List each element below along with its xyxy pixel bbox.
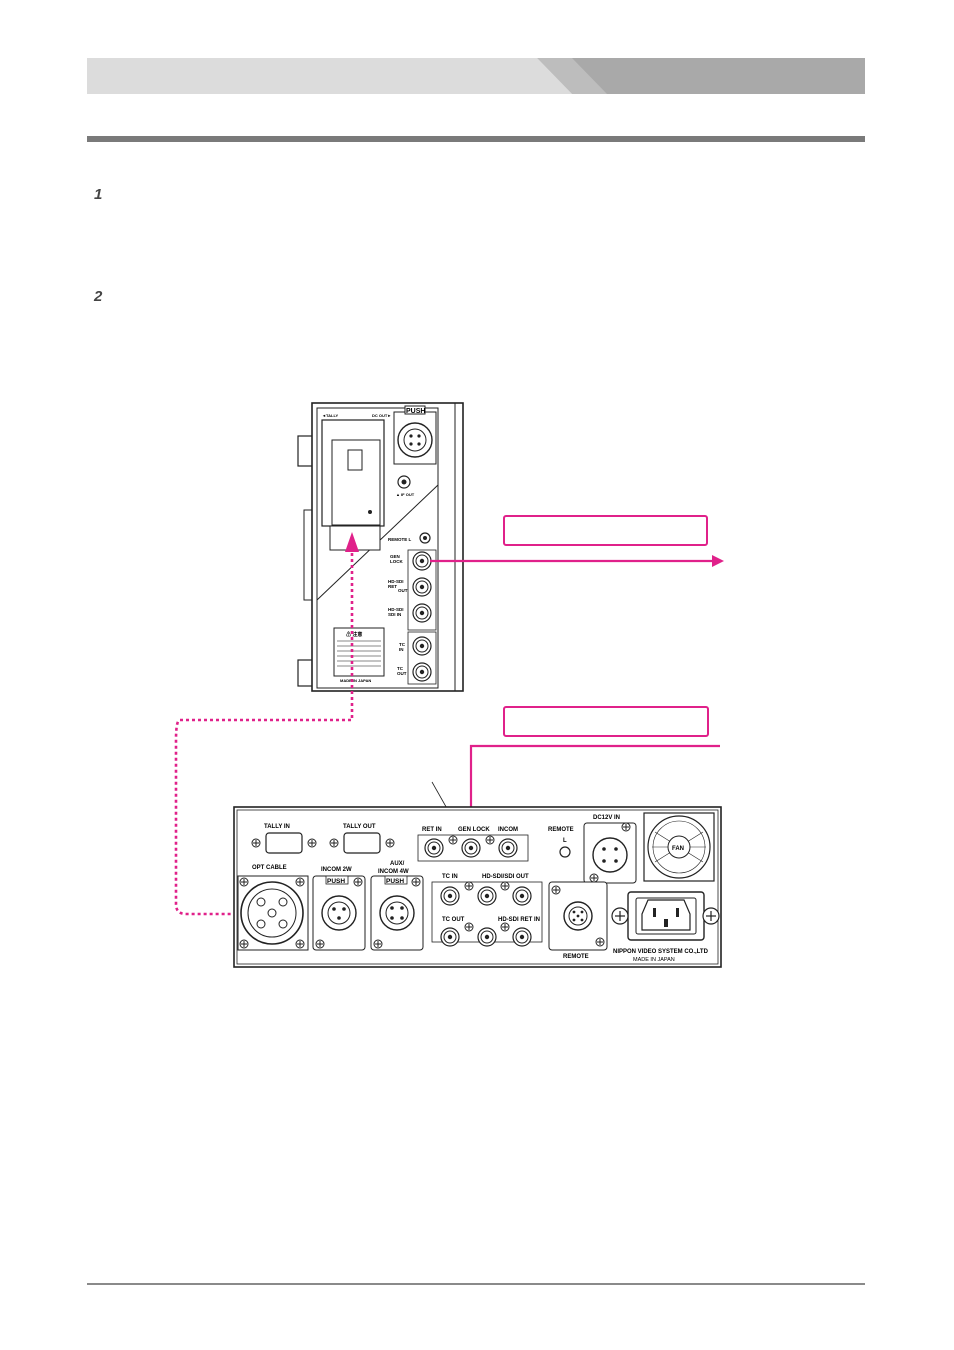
adapter-gen-lock-bnc[interactable] — [412, 551, 432, 571]
adapter-made-in-japan: MADE IN JAPAN — [340, 678, 371, 683]
hd-sdi-sdi-out-label: HD-SDI/SDI OUT — [482, 874, 529, 880]
callout-box-lower — [503, 706, 709, 737]
incom-4w-connector[interactable] — [379, 895, 415, 931]
optical-cable-line — [174, 553, 354, 916]
base-gen-lock-bnc[interactable] — [461, 838, 481, 858]
section-rule — [87, 136, 865, 142]
adapter-sdi-in-bnc[interactable] — [412, 603, 432, 623]
incom-bnc[interactable] — [498, 838, 518, 858]
incom-4w-push-label: PUSH — [386, 878, 404, 885]
adapter-dc-out-label: DC OUT► — [372, 413, 391, 418]
adapter-hd-sdi-in-label: HD-SDI — [388, 607, 404, 612]
sdi-out-1-bnc[interactable] — [477, 886, 497, 906]
adapter-tc-out-bnc[interactable] — [412, 662, 432, 682]
adapter-sdi-in-label: SDI IN — [388, 612, 401, 617]
adapter-tc-in-bnc[interactable] — [412, 636, 432, 656]
tc-in-bnc[interactable] — [440, 886, 460, 906]
adapter-ret-label: RET — [388, 584, 397, 589]
incom-2w-label: INCOM 2W — [321, 867, 352, 873]
remote-bottom-label: REMOTE — [563, 954, 589, 960]
adapter-remote-l-label: REMOTE L — [388, 537, 412, 542]
maker-label: NIPPON VIDEO SYSTEM CO.,LTD — [613, 949, 709, 955]
ret-in-2-bnc[interactable] — [512, 927, 532, 947]
adapter-tc-in-label-1: TC — [399, 642, 406, 647]
tally-out-label: TALLY OUT — [343, 824, 376, 830]
adapter-if-out-label: ▲ IF OUT — [396, 492, 415, 497]
adapter-push-label: PUSH — [406, 408, 425, 415]
adapter-tc-in-label-2: IN — [399, 647, 404, 652]
adapter-hd-sdi-label: HD-SDI — [388, 579, 404, 584]
hd-sdi-ret-in-label: HD-SDI RET IN — [498, 917, 540, 923]
gen-lock-output-line — [430, 555, 724, 567]
header-band — [87, 58, 865, 94]
step-number-1: 1 — [94, 186, 103, 203]
incom-4w-label: INCOM 4W — [378, 869, 409, 875]
fan-label: FAN — [672, 846, 684, 852]
footer-rule — [87, 1283, 865, 1285]
remote-l-label: L — [563, 838, 567, 844]
adapter-ret-out-bnc[interactable] — [412, 577, 432, 597]
adapter-warning-title: ⚠ 注意 — [346, 631, 362, 638]
aux-label: AUX/ — [390, 861, 405, 867]
ret-in-1-bnc[interactable] — [477, 927, 497, 947]
step-number-2: 2 — [94, 288, 103, 305]
tally-in-connector[interactable] — [265, 832, 303, 854]
tally-out-connector[interactable] — [343, 832, 381, 854]
adapter-lock-label: LOCK — [390, 559, 403, 564]
base-station: TALLY IN TALLY OUT RET IN GEN LOCK INCOM… — [233, 806, 722, 968]
remote-top-label: REMOTE — [548, 827, 574, 833]
tc-in-label: TC IN — [442, 874, 458, 880]
dc12v-in-connector[interactable] — [592, 837, 628, 873]
optical-cable-arrow-up — [345, 532, 359, 552]
incom-2w-connector[interactable] — [321, 895, 357, 931]
adapter-tally-label: ◄TALLY — [322, 413, 339, 418]
base-made-in-japan: MADE IN JAPAN — [633, 957, 675, 963]
sdi-out-2-bnc[interactable] — [512, 886, 532, 906]
adapter-gen-label: GEN — [390, 554, 400, 559]
tally-in-label: TALLY IN — [264, 824, 290, 830]
callout-box-upper — [503, 515, 708, 546]
ret-in-bnc[interactable] — [424, 838, 444, 858]
tc-out-label: TC OUT — [442, 917, 465, 923]
remote-l-jack[interactable] — [559, 846, 571, 858]
opt-cable-label: OPT CABLE — [252, 865, 287, 871]
adapter-out-label: OUT — [398, 588, 408, 593]
adapter-tc-out-label-1: TC — [397, 666, 404, 671]
adapter-tc-out-label-2: OUT — [397, 671, 407, 676]
camera-adapter: ◄TALLY DC OUT► PUSH ▲ IF OUT REMOTE L GE… — [297, 402, 464, 692]
incom-2w-push-label: PUSH — [327, 878, 345, 885]
ac-inlet[interactable] — [641, 899, 691, 931]
incom-label: INCOM — [498, 827, 518, 833]
gen-lock-label: GEN LOCK — [458, 827, 490, 833]
dc12v-in-label: DC12V IN — [593, 815, 620, 821]
tc-out-bnc[interactable] — [440, 927, 460, 947]
ret-in-label: RET IN — [422, 827, 442, 833]
